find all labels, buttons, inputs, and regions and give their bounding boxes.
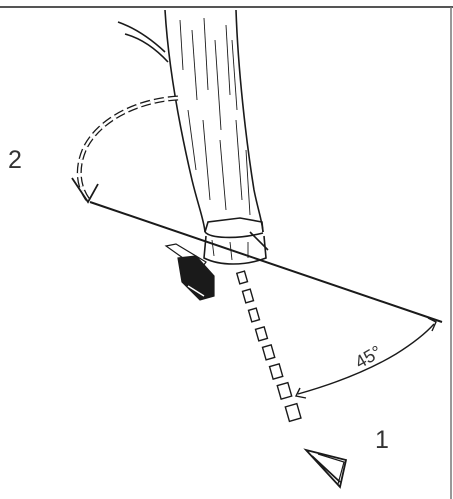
escape-route-arc (76, 95, 179, 202)
felling-notch (203, 217, 269, 265)
escape-route-arc-inner (78, 96, 179, 201)
angle-arc (297, 323, 435, 395)
felling-direction-label: 1 (375, 426, 389, 454)
escape-line (89, 201, 443, 323)
escape-route-label: 2 (8, 146, 22, 174)
tree-trunk (117, 9, 264, 233)
chainsaw-icon (164, 243, 215, 301)
escape-arrowhead (71, 177, 99, 204)
felling-arrowhead (303, 448, 348, 489)
felling-direction-dashes (235, 270, 302, 423)
